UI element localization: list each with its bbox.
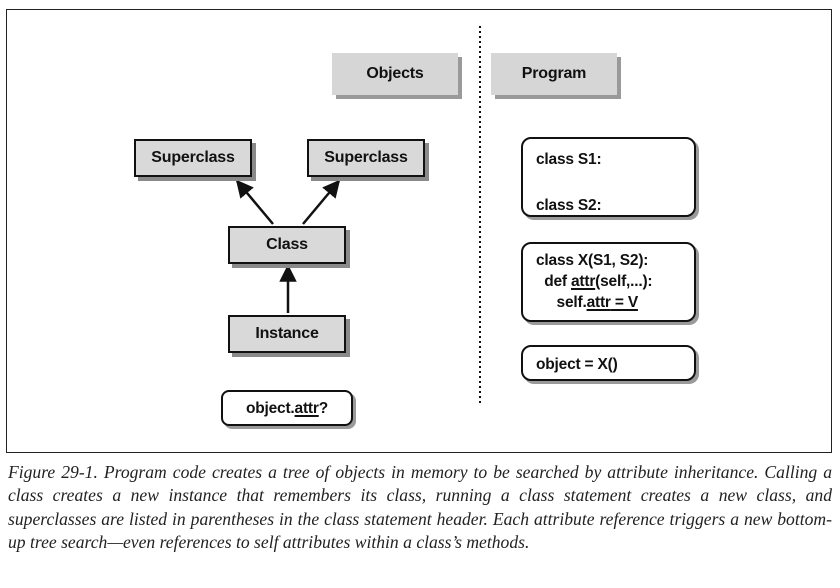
objects-header: Objects bbox=[332, 53, 458, 95]
code-line-class-s1: class S1: bbox=[536, 151, 602, 168]
figure-caption: Figure 29-1. Program code creates a tree… bbox=[8, 462, 832, 553]
arrow-class-to-right-superclass bbox=[302, 179, 341, 225]
code-line-def-attr: def attr(self,...): bbox=[536, 273, 653, 290]
class-node: Class bbox=[228, 226, 346, 264]
code-block-instance: object = X() bbox=[521, 345, 696, 381]
lookup-attr: attr bbox=[294, 399, 319, 417]
superclass-left-node: Superclass bbox=[134, 139, 252, 177]
lookup-suffix: ? bbox=[318, 399, 329, 417]
connector-layer bbox=[235, 26, 481, 406]
inheritance-figure: Objects Program Superclass Superclass Cl… bbox=[6, 9, 832, 453]
code-block-superclasses: class S1: class S2: bbox=[521, 137, 696, 217]
program-header: Program bbox=[491, 53, 617, 95]
instance-node: Instance bbox=[228, 315, 346, 353]
code-line-self-attr: self.attr = V bbox=[536, 294, 639, 311]
attribute-lookup-box: object.attr? bbox=[221, 390, 353, 426]
code-block-class-x: class X(S1, S2): def attr(self,...): sel… bbox=[521, 242, 696, 322]
code-line-object-assign: object = X() bbox=[536, 356, 618, 373]
code-line-class-x: class X(S1, S2): bbox=[536, 252, 649, 269]
arrow-class-to-left-superclass bbox=[235, 179, 274, 225]
superclass-right-node: Superclass bbox=[307, 139, 425, 177]
lookup-prefix: object. bbox=[245, 399, 295, 417]
code-line-class-s2: class S2: bbox=[536, 197, 602, 214]
